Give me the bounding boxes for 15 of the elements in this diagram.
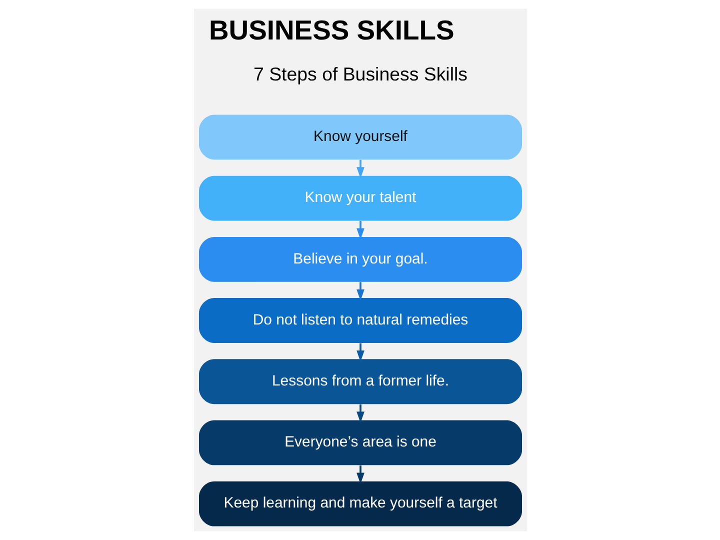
- arrow: [356, 343, 364, 362]
- node-box: Keep learning and make yourself a target: [198, 481, 522, 526]
- node-box: Lessons from a former life.: [198, 359, 522, 404]
- arrow: [356, 221, 364, 240]
- arrow: [356, 282, 364, 301]
- node-box: Know your talent: [198, 176, 522, 221]
- arrow: [356, 465, 364, 484]
- arrow: [356, 160, 364, 178]
- node-box: Believe in your goal.: [198, 236, 522, 282]
- arrow: [356, 404, 364, 423]
- node-box: Know yourself: [198, 114, 522, 160]
- diagram-title: BUSINESS SKILLS: [208, 14, 454, 46]
- node-box: Everyone’s area is one: [198, 420, 522, 466]
- node-box: Do not listen to natural remedies: [198, 298, 522, 343]
- label: 7 Steps of Business Skills: [253, 63, 467, 84]
